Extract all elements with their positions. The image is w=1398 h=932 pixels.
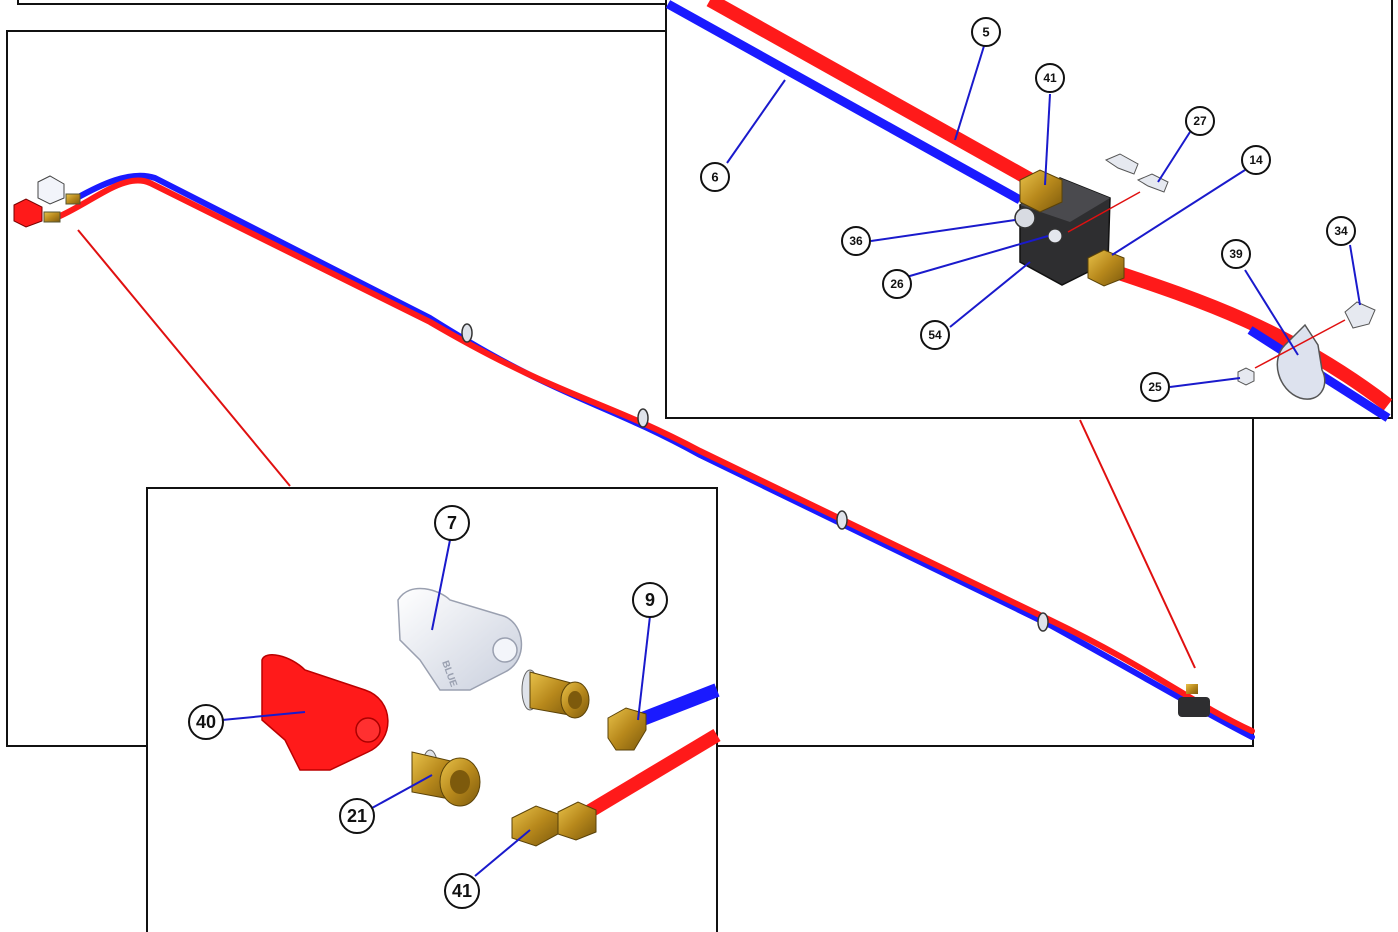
svg-text:5: 5: [982, 25, 989, 40]
callout-41-bottom: 41: [444, 873, 480, 909]
callout-21: 21: [339, 798, 375, 834]
svg-text:25: 25: [1148, 380, 1162, 394]
right-end-block-small: [1178, 684, 1210, 717]
callout-14: 14: [1241, 145, 1271, 175]
clamp-1: [461, 323, 473, 343]
svg-text:7: 7: [447, 513, 457, 533]
coupling-panel-leaders: [221, 539, 651, 877]
brass-fitting-21: [411, 749, 481, 807]
detail-link-left: [77, 229, 291, 487]
callout-7: 7: [434, 505, 470, 541]
svg-text:27: 27: [1193, 114, 1207, 128]
left-end-couplings: [13, 175, 81, 228]
clamp-axis-line: [1254, 319, 1346, 369]
callout-25: 25: [1140, 372, 1170, 402]
svg-text:36: 36: [849, 234, 863, 248]
svg-text:9: 9: [645, 590, 655, 610]
clamp-3: [836, 510, 848, 530]
bolt-27a: [1104, 153, 1139, 175]
clamp-2: [637, 408, 649, 428]
svg-text:34: 34: [1334, 224, 1348, 238]
brass-elbow-9: [607, 707, 647, 751]
svg-text:39: 39: [1229, 247, 1243, 261]
detail-panel-couplings: BLUE: [146, 487, 721, 932]
brass-elbow-41: [1019, 169, 1063, 213]
svg-text:21: 21: [347, 806, 367, 826]
callout-41-top: 41: [1035, 63, 1065, 93]
clamp-4: [1037, 612, 1049, 632]
fitting-14: [1087, 249, 1125, 287]
svg-text:41: 41: [452, 881, 472, 901]
red-gladhand-40: [261, 654, 389, 771]
callout-36: 36: [841, 226, 871, 256]
washer-26: [1047, 228, 1063, 244]
brass-fitting-upper: [521, 669, 590, 719]
detail-panel-leaders: [726, 45, 1361, 388]
callout-26: 26: [882, 269, 912, 299]
bolt-34: [1344, 301, 1376, 329]
bolt-axis-line: [1067, 191, 1141, 233]
p-clamp-39: [1276, 323, 1326, 400]
svg-text:14: 14: [1249, 153, 1263, 167]
callout-40: 40: [188, 704, 224, 740]
callout-27: 27: [1185, 106, 1215, 136]
svg-text:26: 26: [890, 277, 904, 291]
svg-text:41: 41: [1043, 71, 1057, 85]
callout-39: 39: [1221, 239, 1251, 269]
svg-text:6: 6: [711, 170, 718, 185]
callout-5: 5: [971, 17, 1001, 47]
callout-54: 54: [920, 320, 950, 350]
detail-link-right: [1079, 419, 1196, 669]
nut-25: [1237, 367, 1255, 386]
callout-6: 6: [700, 162, 730, 192]
callout-9: 9: [632, 582, 668, 618]
callout-34: 34: [1326, 216, 1356, 246]
blue-gladhand-7: BLUE: [397, 587, 522, 691]
nut-36: [1014, 207, 1036, 229]
svg-text:40: 40: [196, 712, 216, 732]
svg-text:54: 54: [928, 328, 942, 342]
hose-clamps: [461, 323, 1049, 632]
main-hose-run: [57, 172, 1255, 740]
detail-panel-block: [665, 0, 1393, 422]
